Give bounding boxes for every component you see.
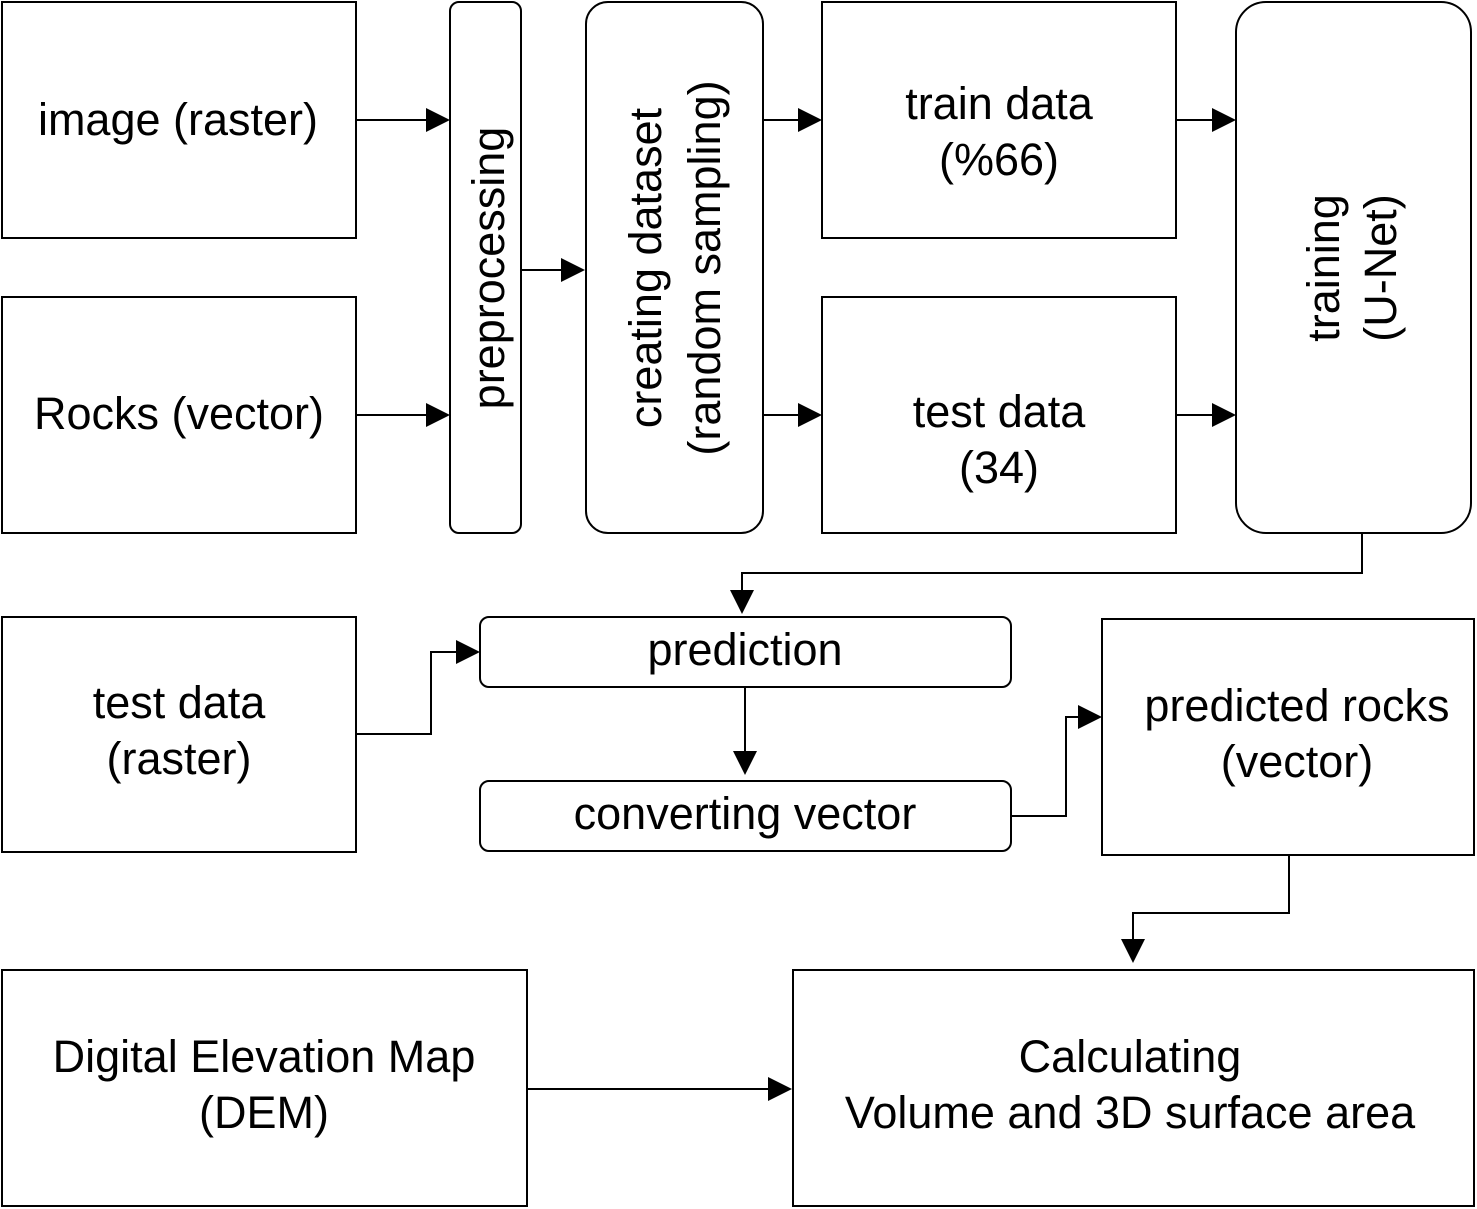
node-prediction-label: prediction [647, 624, 842, 675]
node-test-data-34-line2: (34) [959, 442, 1039, 493]
edge-image-to-preprocessing [356, 108, 450, 132]
node-converting-vector-label: converting vector [574, 788, 917, 839]
node-test-data-raster-line1: test data [93, 677, 267, 728]
node-rocks-vector: Rocks (vector) [1, 296, 357, 534]
edge-training-to-prediction [730, 534, 1363, 614]
node-creating-dataset-line1: creating dataset [620, 107, 671, 428]
node-image-raster-label: image (raster) [38, 94, 318, 145]
node-dem-line1: Digital Elevation Map [53, 1031, 476, 1082]
node-predicted-rocks: predicted rocks (vector) [1101, 618, 1475, 856]
node-dem-line2: (DEM) [199, 1087, 329, 1138]
node-creating-dataset-line2: (random sampling) [679, 80, 730, 455]
node-training-line1: training [1298, 194, 1349, 342]
edge-dem-to-calculating [527, 1077, 792, 1101]
edge-dataset-to-test [764, 403, 822, 427]
node-calculating-line1: Calculating [1019, 1031, 1242, 1082]
node-test-data-raster-line2: (raster) [107, 733, 252, 784]
node-rocks-vector-label: Rocks (vector) [34, 388, 324, 439]
edge-test-to-training [1177, 403, 1236, 427]
node-dem: Digital Elevation Map (DEM) [1, 969, 528, 1207]
edges [356, 108, 1363, 1101]
edge-preprocessing-to-dataset [522, 258, 585, 282]
edge-train-to-training [1177, 108, 1236, 132]
node-predicted-rocks-line1: predicted rocks [1144, 680, 1449, 731]
node-train-data-line2: (%66) [939, 134, 1059, 185]
edge-rocks-to-preprocessing [356, 403, 450, 427]
node-training-line2: (U-Net) [1355, 194, 1406, 341]
edge-dataset-to-train [764, 108, 822, 132]
node-test-data-34: test data (34) [821, 296, 1177, 534]
edge-converting-to-predicted [1011, 705, 1102, 817]
node-train-data: train data (%66) [821, 1, 1177, 239]
node-image-raster: image (raster) [1, 1, 357, 239]
edge-testraster-to-prediction [356, 640, 480, 735]
node-training: training (U-Net) [1235, 1, 1472, 534]
node-train-data-line1: train data [905, 78, 1094, 129]
edge-prediction-to-converting [733, 688, 757, 775]
node-test-data-34-line1: test data [913, 386, 1087, 437]
node-test-data-raster: test data (raster) [1, 616, 357, 853]
node-calculating-line2: Volume and 3D surface area [845, 1087, 1416, 1138]
node-predicted-rocks-line2: (vector) [1221, 736, 1374, 787]
node-prediction: prediction [479, 616, 1012, 688]
node-preprocessing: preprocessing [449, 1, 522, 534]
edge-predicted-to-calculating [1121, 856, 1290, 963]
node-converting-vector: converting vector [479, 780, 1012, 852]
node-creating-dataset: creating dataset (random sampling) [585, 1, 764, 534]
node-calculating: Calculating Volume and 3D surface area [792, 969, 1475, 1207]
node-preprocessing-label: preprocessing [463, 127, 514, 410]
